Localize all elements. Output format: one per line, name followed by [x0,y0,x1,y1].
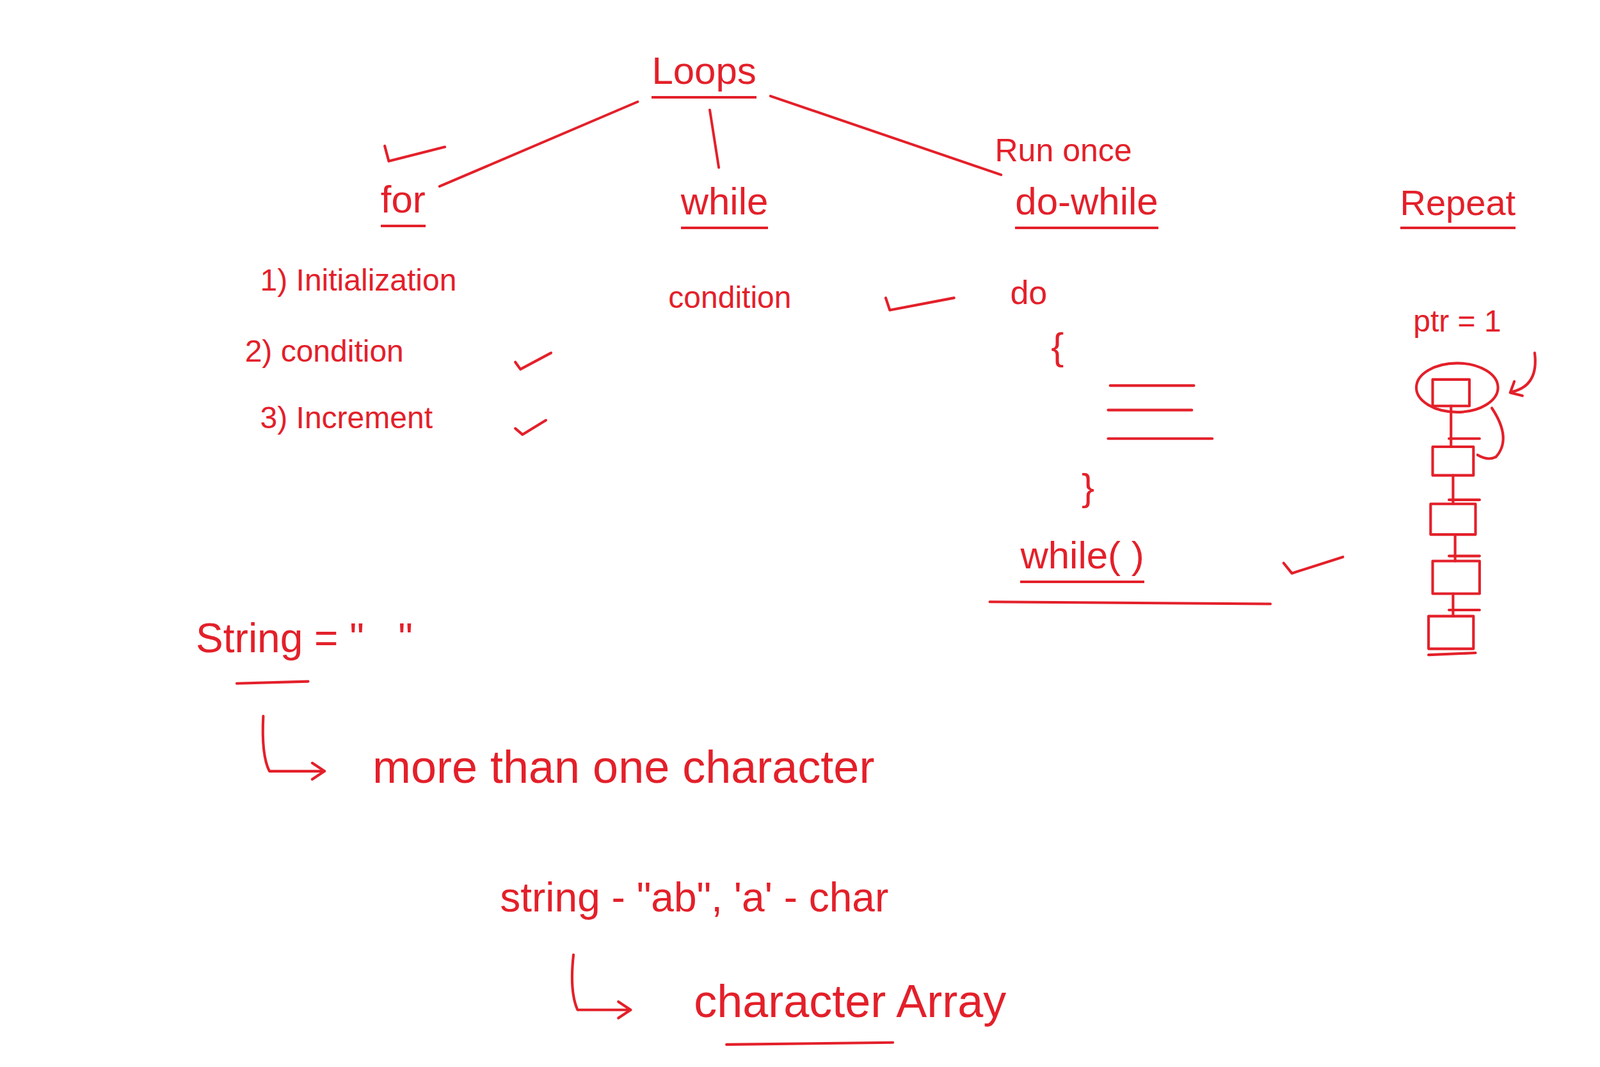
body-line [1110,384,1195,387]
check-mark [515,352,552,369]
arrow-head [312,762,325,779]
check-mark [515,420,546,435]
note-text: while( ) [1020,534,1144,584]
branch-line [709,110,719,168]
note-text: do [1009,274,1048,312]
step-box [1432,561,1480,594]
loop-type-node: for [373,172,434,233]
hook-arrow [572,954,631,1010]
note-text: ptr = 1 [1413,304,1501,339]
loop-type-node: while [673,174,777,235]
node-title: Loops [651,49,756,99]
note-text: 1) Initialization [260,263,457,298]
base-line [1428,652,1476,655]
body-line [1108,408,1193,412]
step-tick [1448,438,1480,610]
arrow-head [1510,381,1523,396]
loop-type-node: Loops [643,43,764,104]
loop-arrow [1512,352,1536,392]
node-title: for [380,178,426,228]
note-text: } [1081,466,1095,509]
note-text: condition [668,280,792,315]
pointer-circle [1416,362,1499,412]
step-box [1432,446,1474,476]
note-text: { [1050,325,1064,368]
check-mark [384,145,445,162]
note-text: 2) condition [245,334,404,369]
branch-line [770,96,1001,175]
note-text: more than one character [372,741,875,793]
arrow-head [618,1001,631,1018]
step-box [1428,616,1474,649]
note-text: Run once [995,133,1133,169]
loop-type-node: do-while [1007,174,1166,235]
branch-line [439,101,639,187]
underline [236,681,309,684]
underline [990,601,1271,604]
underline [726,1042,893,1045]
hook-arrow [263,716,325,772]
check-mark [885,297,955,310]
note-text: string - "ab", 'a' - char [499,874,889,920]
note-text: String = " " [195,615,413,661]
note-text: character Array [693,976,1007,1027]
step-box [1432,379,1470,406]
note-text: 3) Increment [260,401,433,436]
body-line [1108,437,1213,440]
step-box [1430,503,1476,535]
node-title: while [680,180,769,230]
node-title: do-while [1015,180,1158,230]
check-mark [1283,556,1343,573]
loop-arrow [1477,407,1504,459]
note-text: Repeat [1400,183,1517,230]
